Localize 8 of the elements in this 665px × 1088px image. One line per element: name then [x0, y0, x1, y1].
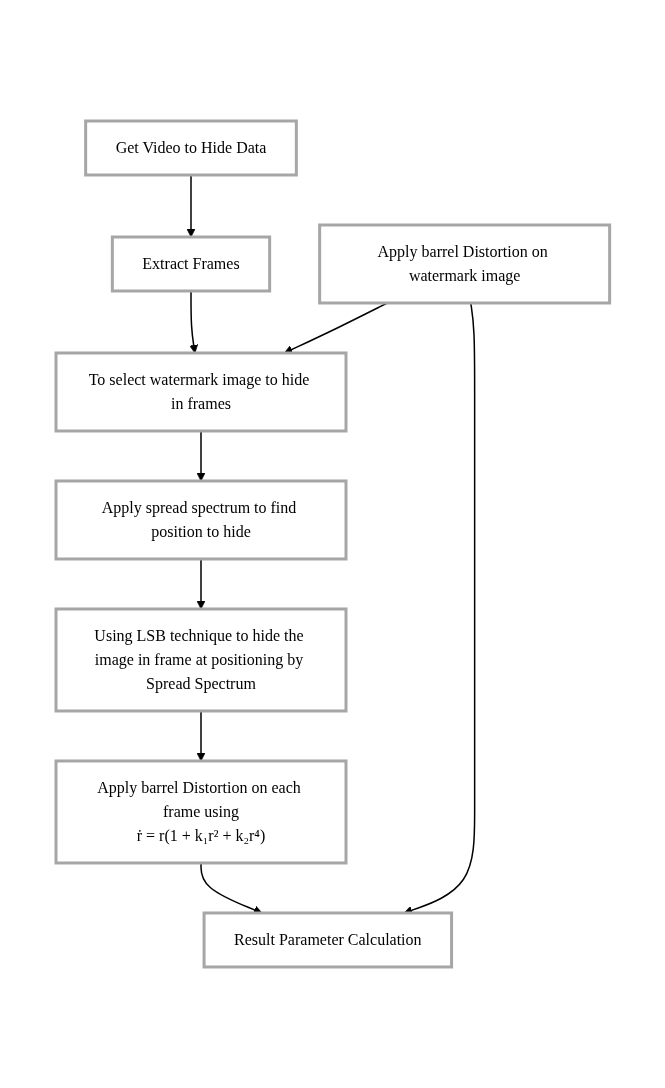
- node-box: Apply spread spectrum to find position to hide: [54, 479, 348, 561]
- node-box: Apply barrel Distortion on each frame using ṙ = r(1 + k₁r² + k₂r⁴): [54, 759, 348, 865]
- node-box: Result Parameter Calculation: [202, 911, 453, 969]
- node-box: Apply barrel Distortion on watermark image: [317, 223, 611, 305]
- node-box: Using LSB technique to hide the image in frame at positioning by Spread Spectrum: [54, 607, 348, 713]
- node-box: Get Video to Hide Data: [83, 119, 298, 177]
- node-box: Extract Frames: [110, 235, 271, 293]
- node-box: To select watermark image to hide in frames: [54, 351, 348, 433]
